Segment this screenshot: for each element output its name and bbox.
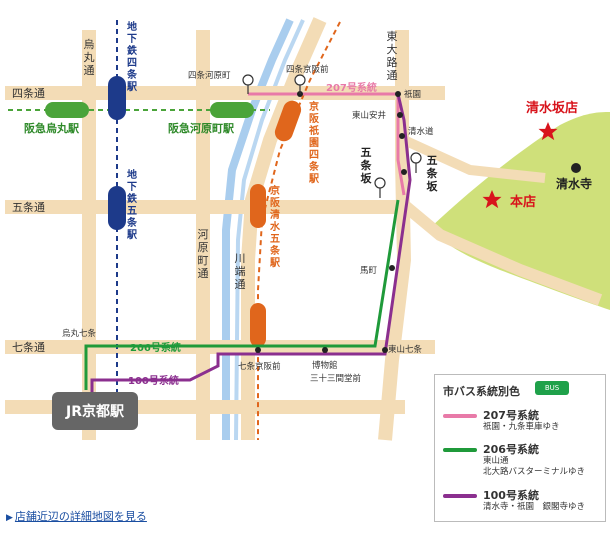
- route-206-line: [84, 199, 400, 390]
- road-gojozaka: [400, 200, 603, 306]
- label-route-206: 206号系統: [130, 341, 181, 354]
- takase-river: [234, 19, 305, 441]
- label-stop-higashiyama-yasui: 東山安井: [352, 110, 386, 121]
- route-legend: 市バス系統別色 BUS 207号系統 祇園・九条車庫ゆき 206号系統 東山通 …: [434, 374, 606, 522]
- label-stop-shijo-kawaramachi: 四条河原町: [188, 70, 231, 81]
- road-label-shijo: 四条通: [12, 86, 45, 100]
- route-100-line: [90, 93, 412, 392]
- legend-desc-100: 清水寺・祇園 銀閣寺ゆき: [483, 502, 586, 512]
- road-label-higashioji: 東大路通: [387, 30, 398, 82]
- stop-umamachi-dot: [389, 265, 395, 271]
- bus-stop-pin-gojozaka-east: [410, 152, 422, 173]
- label-hankyu-kawaramachi: 阪急河原町駅: [168, 121, 234, 135]
- main-store-star-icon: [482, 190, 502, 209]
- stop-higashiyama-shichijo-dot: [382, 347, 388, 353]
- keihan-gion-shijo-marker: [274, 100, 302, 142]
- road-label-karasuma: 烏丸通: [84, 37, 95, 77]
- legend-name-207: 207号系統: [483, 409, 539, 422]
- legend-swatch-100: [443, 494, 477, 498]
- road-kawaramachi: [196, 30, 210, 440]
- jr-kyoto-station-label: JR京都駅: [65, 403, 125, 420]
- kiyomizudera-dot: [571, 163, 581, 173]
- detailed-map-link-text: 店舗近辺の詳細地図を見る: [14, 510, 147, 523]
- label-keihan-kiyomizu-gojo: 京阪清水五条駅: [269, 184, 281, 269]
- label-stop-kiyomizumichi: 清水道: [408, 126, 434, 137]
- label-stop-gion: 祇園: [404, 89, 421, 100]
- detailed-map-link[interactable]: ▶店舗近辺の詳細地図を見る: [6, 508, 147, 524]
- label-hankyu-karasuma: 阪急烏丸駅: [24, 121, 79, 135]
- route-207-line: [248, 92, 406, 196]
- label-stop-gojozaka-east: 五条坂: [426, 154, 439, 193]
- label-route-207: 207号系統: [326, 81, 377, 94]
- legend-name-206: 206号系統: [483, 443, 539, 456]
- label-kiyomizuzaka-store: 清水坂店: [526, 100, 578, 116]
- subway-shijo-marker: [108, 76, 126, 120]
- higashiyama-hill: [430, 112, 610, 310]
- road-kawabata: [241, 17, 327, 440]
- legend-swatch-207: [443, 414, 477, 418]
- label-keihan-gion-shijo: 京阪祇園四条駅: [308, 100, 320, 185]
- bus-stop-pin-shijo-keihan: [294, 74, 306, 94]
- stop-shichijo-keihan-dot: [255, 347, 261, 353]
- bus-stop-pin-shijo-kawaramachi: [242, 74, 254, 94]
- stop-gion-dot: [395, 91, 401, 97]
- keihan-shichijo-marker: [250, 303, 266, 347]
- stop-gojozaka-dot: [401, 169, 407, 175]
- legend-title: 市バス系統別色: [443, 385, 520, 398]
- label-stop-gojozaka-west: 五条坂: [360, 146, 373, 185]
- stop-kiyomizumichi-dot: [399, 133, 405, 139]
- road-label-kawaramachi: 河原町通: [198, 228, 209, 280]
- label-kiyomizudera: 清水寺: [556, 176, 592, 191]
- label-stop-shichijo-keihan: 七条京阪前: [238, 361, 281, 372]
- road-label-shichijo: 七条通: [12, 340, 45, 354]
- label-stop-sanjusangendo: 三十三間堂前: [310, 373, 362, 384]
- legend-desc-206: 東山通 北大路バスターミナルゆき: [483, 456, 586, 477]
- bus-icon: BUS: [535, 381, 569, 395]
- legend-desc-207: 祇園・九条車庫ゆき: [483, 422, 560, 432]
- label-stop-hakubutsukan: 博物館: [312, 360, 338, 371]
- stop-higashiyama-yasui-dot: [397, 112, 403, 118]
- label-stop-umamachi: 馬町: [360, 266, 378, 276]
- subway-gojo-marker: [108, 186, 126, 230]
- road-label-gojo: 五条通: [12, 200, 45, 214]
- label-subway-gojo: 地下鉄五条駅: [126, 168, 138, 241]
- kamo-river: [222, 18, 294, 440]
- label-main-store: 本店: [510, 194, 536, 210]
- road-kiyomizu: [401, 135, 546, 183]
- stop-hakubutsukan-dot: [322, 347, 328, 353]
- legend-name-100: 100号系統: [483, 489, 539, 502]
- label-stop-higashiyama-shichijo: 東山七条: [388, 344, 423, 355]
- label-route-100: 100号系統: [128, 374, 179, 387]
- road-karasuma: [82, 30, 96, 440]
- legend-swatch-206: [443, 448, 477, 452]
- bus-stop-pin-gojozaka-west: [374, 177, 386, 198]
- road-label-kawabata: 川端通: [235, 252, 246, 291]
- kiyomizuzaka-store-star-icon: [538, 122, 558, 141]
- hankyu-karasuma-marker: [45, 102, 89, 118]
- hankyu-kawaramachi-marker: [210, 102, 254, 118]
- label-stop-shijo-keihan: 四条京阪前: [286, 64, 329, 75]
- triangle-right-icon: ▶: [6, 513, 13, 523]
- jr-kyoto-station-box: [52, 392, 138, 430]
- label-stop-karasuma-shichijo: 烏丸七条: [62, 328, 97, 339]
- label-subway-shijo: 地下鉄四条駅: [126, 20, 138, 93]
- keihan-kiyomizu-gojo-marker: [250, 184, 266, 228]
